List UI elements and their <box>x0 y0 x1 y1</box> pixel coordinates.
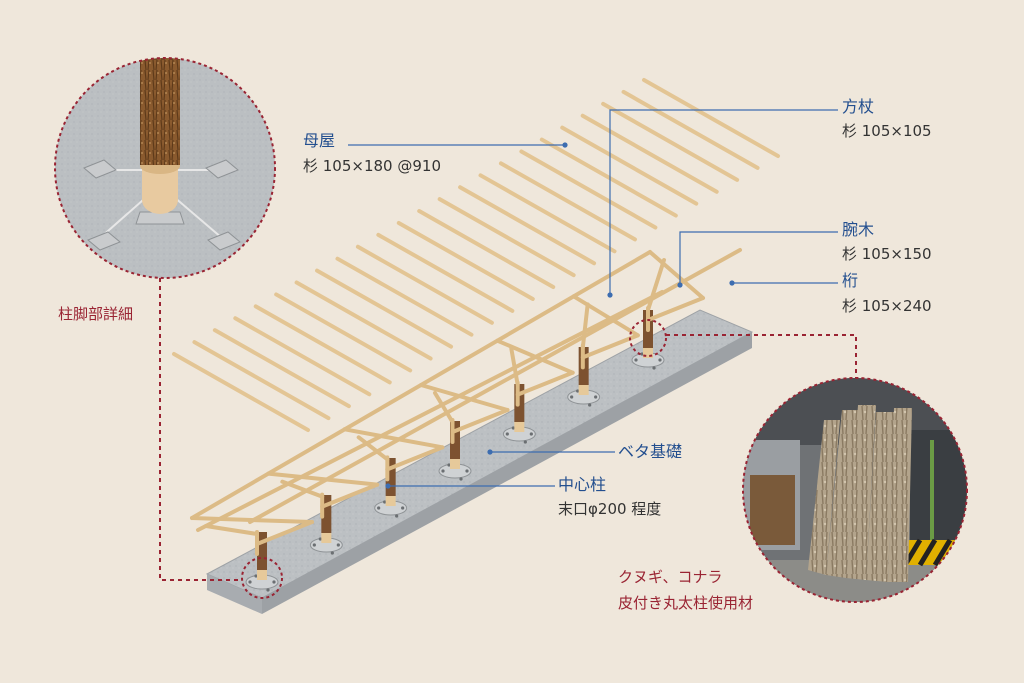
purlin-board <box>376 232 515 313</box>
purlin-board <box>355 244 494 325</box>
label-keta: 桁 <box>842 271 859 290</box>
purlins-moya <box>172 78 780 432</box>
connector-left <box>159 278 242 581</box>
pillar <box>309 495 343 555</box>
purlin-board <box>417 209 556 290</box>
label-udegi-spec: 杉 105×150 <box>842 245 932 263</box>
purlin-board <box>294 280 433 361</box>
purlin-board <box>560 125 699 206</box>
purlin-board <box>396 220 535 301</box>
purlin-board <box>212 328 351 409</box>
detail-highlight-left <box>241 557 283 599</box>
purlin-board <box>192 340 331 421</box>
label-log-material-1: クヌギ、コナラ <box>618 568 723 586</box>
truss <box>266 471 380 519</box>
label-houzue: 方杖 <box>842 97 875 116</box>
label-center-pillar: 中心柱 <box>558 475 607 494</box>
label-log-material-2: 皮付き丸太柱使用材 <box>618 594 754 612</box>
truss <box>419 383 510 444</box>
foundation-slab <box>205 309 754 614</box>
connector-right <box>666 334 857 378</box>
photo-circle <box>742 377 968 603</box>
truss <box>342 427 445 482</box>
label-moya: 母屋 <box>303 131 336 150</box>
purlin-board <box>580 113 719 194</box>
purlin-board <box>601 101 740 182</box>
pillar <box>245 532 279 592</box>
label-houzue-spec: 杉 105×105 <box>842 122 932 140</box>
purlin-board <box>437 197 576 278</box>
label-pillar-base: 柱脚部詳細 <box>58 305 134 323</box>
label-udegi: 腕木 <box>842 220 875 239</box>
purlin-board <box>315 268 454 349</box>
purlin-board <box>458 185 597 266</box>
purlin-board <box>642 78 780 158</box>
purlin-board <box>253 304 392 385</box>
leader-lines <box>348 109 838 489</box>
purlin-board <box>498 161 637 242</box>
detail-highlight-right <box>629 319 667 357</box>
truss <box>571 294 640 370</box>
pillar <box>374 458 408 518</box>
label-moya-spec: 杉 105×180 @910 <box>303 157 441 175</box>
purlin-board <box>335 256 474 337</box>
pillar <box>438 421 472 481</box>
purlin-board <box>478 173 617 254</box>
detail-magnifier-circle <box>54 57 276 279</box>
purlin-board <box>519 149 658 230</box>
purlin-board <box>274 292 413 373</box>
label-foundation: ベタ基礎 <box>618 442 683 461</box>
truss <box>646 250 705 332</box>
truss <box>190 516 314 556</box>
timber-frame <box>190 248 742 556</box>
purlin-board <box>233 316 372 397</box>
purlin-board <box>621 89 760 170</box>
label-center-pillar-spec: 末口φ200 程度 <box>558 500 662 518</box>
label-keta-spec: 杉 105×240 <box>842 297 932 315</box>
purlin-board <box>539 137 678 218</box>
purlin-board <box>172 352 310 432</box>
truss <box>495 338 575 407</box>
